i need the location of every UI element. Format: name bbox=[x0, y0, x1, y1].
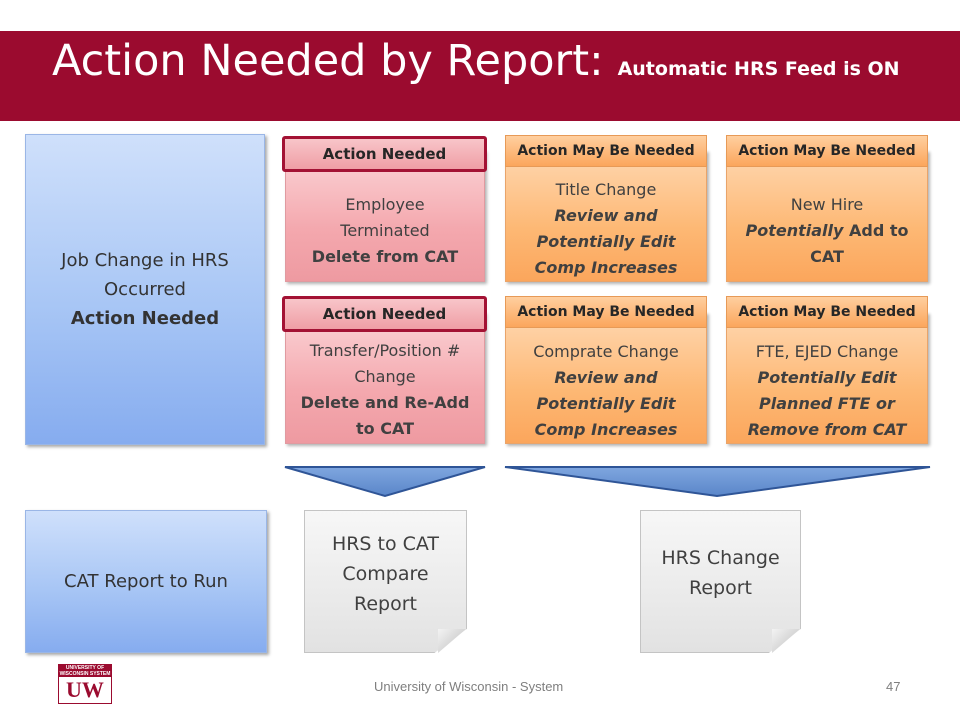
change-funnel-arrow bbox=[504, 466, 931, 498]
slide-title: Action Needed by Report: Automatic HRS F… bbox=[52, 36, 900, 106]
title-subtitle: Automatic HRS Feed is ON bbox=[617, 58, 900, 80]
comprate-change-line1: Comprate Change bbox=[533, 342, 679, 361]
hrs-to-cat-report: HRS to CAT Compare Report bbox=[304, 510, 467, 653]
title-change-tag: Action May Be Needed bbox=[505, 135, 707, 167]
hrs-to-cat-line2: Compare bbox=[342, 563, 429, 585]
comprate-change-action-line2: Potentially Edit bbox=[536, 394, 676, 413]
hrs-to-cat-line3: Report bbox=[354, 593, 417, 615]
new-hire-action-line1: Potentially Add to bbox=[745, 218, 908, 244]
uw-logo-banner: UNIVERSITY OF WISCONSIN SYSTEM bbox=[59, 665, 111, 677]
transfer-line2: Change bbox=[354, 367, 416, 386]
new-hire-card: New Hire Potentially Add to CAT bbox=[726, 150, 928, 282]
fte-change-action-line1: Potentially Edit bbox=[757, 368, 897, 387]
new-hire-line1: New Hire bbox=[790, 195, 864, 214]
comprate-change-action-line1: Review and bbox=[554, 368, 658, 387]
job-change-box: Job Change in HRS Occurred Action Needed bbox=[25, 134, 265, 445]
new-hire-potentially: Potentially bbox=[745, 221, 844, 240]
title-main: Action Needed by Report: bbox=[52, 36, 604, 86]
uw-logo: UNIVERSITY OF WISCONSIN SYSTEM UW bbox=[58, 664, 112, 704]
fte-change-tag: Action May Be Needed bbox=[726, 296, 928, 328]
fte-change-action-line2: Planned FTE or bbox=[759, 394, 895, 413]
fte-change-line1: FTE, EJED Change bbox=[755, 342, 899, 361]
employee-terminated-tag: Action Needed bbox=[282, 136, 487, 172]
job-change-line2: Occurred bbox=[104, 279, 186, 300]
new-hire-action-line2: CAT bbox=[810, 247, 844, 266]
footer-org: University of Wisconsin - System bbox=[374, 679, 564, 694]
employee-terminated-line1: Employee bbox=[345, 195, 425, 214]
job-change-line3: Action Needed bbox=[70, 308, 220, 329]
transfer-action-line1: Delete and Re-Add bbox=[300, 393, 470, 412]
fte-change-card: FTE, EJED Change Potentially Edit Planne… bbox=[726, 312, 928, 444]
title-bar bbox=[0, 31, 960, 121]
new-hire-tag: Action May Be Needed bbox=[726, 135, 928, 167]
cat-report-box: CAT Report to Run bbox=[25, 510, 267, 653]
comprate-change-card: Comprate Change Review and Potentially E… bbox=[505, 312, 707, 444]
comprate-change-tag: Action May Be Needed bbox=[505, 296, 707, 328]
title-change-action-line3: Comp Increases bbox=[534, 258, 678, 277]
page-number: 47 bbox=[886, 679, 901, 694]
hrs-change-line1: HRS Change bbox=[661, 547, 780, 569]
transfer-line1: Transfer/Position # bbox=[309, 341, 461, 360]
hrs-change-line2: Report bbox=[689, 577, 752, 599]
cat-report-label: CAT Report to Run bbox=[64, 571, 228, 592]
job-change-line1: Job Change in HRS bbox=[61, 250, 229, 271]
title-change-action-line2: Potentially Edit bbox=[536, 232, 676, 251]
comprate-change-action-line3: Comp Increases bbox=[534, 420, 678, 439]
transfer-card: Transfer/Position # Change Delete and Re… bbox=[285, 312, 485, 444]
fte-change-action-line3: Remove from CAT bbox=[747, 420, 907, 439]
employee-terminated-line2: Terminated bbox=[340, 221, 430, 240]
employee-terminated-card: Employee Terminated Delete from CAT bbox=[285, 150, 485, 282]
title-change-line1: Title Change bbox=[555, 180, 657, 199]
title-change-action-line1: Review and bbox=[554, 206, 658, 225]
compare-funnel-arrow bbox=[284, 466, 486, 498]
hrs-to-cat-line1: HRS to CAT bbox=[331, 533, 440, 555]
transfer-action-line2: to CAT bbox=[355, 419, 414, 438]
transfer-tag: Action Needed bbox=[282, 296, 487, 332]
employee-terminated-action: Delete from CAT bbox=[311, 247, 459, 266]
new-hire-add-to: Add to bbox=[843, 221, 909, 240]
title-change-card: Title Change Review and Potentially Edit… bbox=[505, 150, 707, 282]
uw-logo-mark: UW bbox=[66, 677, 104, 702]
